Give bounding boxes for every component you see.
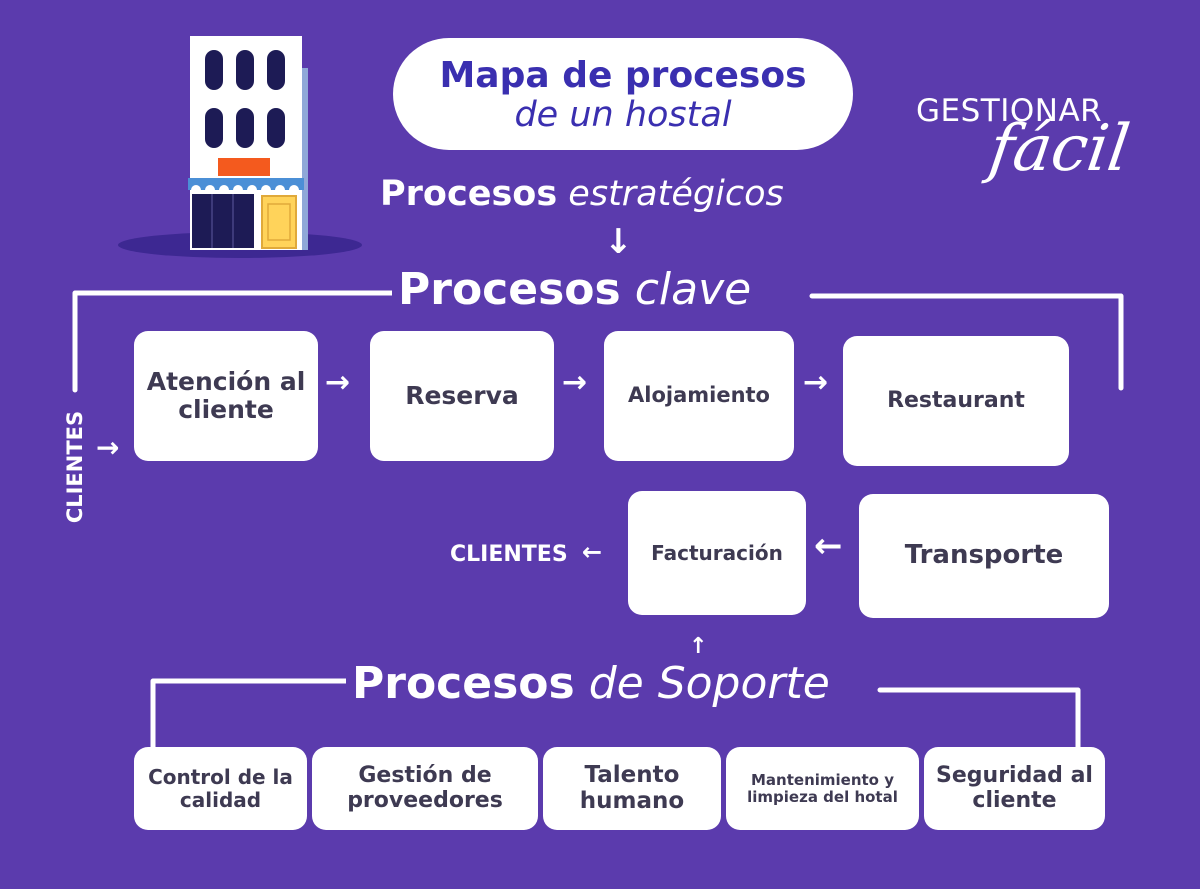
- arrow-left-icon: ←: [582, 538, 603, 566]
- arrow-right-icon: →: [325, 365, 351, 400]
- heading-support-bold: Procesos: [352, 658, 575, 709]
- support-talento-humano: Talento humano: [543, 747, 721, 830]
- support-mantenimiento-limpieza: Mantenimiento y limpieza del hotal: [726, 747, 919, 830]
- support-seguridad-cliente: Seguridad al cliente: [924, 747, 1105, 830]
- heading-strategic: Procesos estratégicos: [374, 174, 790, 214]
- arrow-down-icon: ↓: [604, 222, 633, 262]
- page-title: Mapa de procesos: [439, 55, 807, 96]
- clients-output-label: CLIENTES: [450, 542, 568, 567]
- process-facturacion: Facturación: [628, 491, 806, 615]
- clients-input-label: CLIENTES: [63, 410, 87, 524]
- arrow-up-icon: ↑: [689, 634, 708, 659]
- process-transporte: Transporte: [859, 494, 1109, 618]
- support-control-calidad: Control de la calidad: [134, 747, 307, 830]
- logo-text-top: GESTIONAR: [916, 93, 1103, 129]
- arrow-left-icon: ←: [814, 526, 843, 566]
- heading-key-bold: Procesos: [398, 264, 621, 315]
- logo-text-bottom: fácil: [984, 112, 1134, 186]
- title-pill: Mapa de procesos de un hostal: [393, 38, 853, 150]
- process-reserva: Reserva: [370, 331, 554, 461]
- heading-support-italic: de Soporte: [588, 658, 830, 709]
- heading-strategic-italic: estratégicos: [568, 174, 784, 214]
- arrow-right-icon: →: [803, 365, 829, 400]
- heading-key: Procesos clave: [392, 262, 758, 318]
- process-alojamiento: Alojamiento: [604, 331, 794, 461]
- page-subtitle: de un hostal: [514, 95, 732, 135]
- heading-support: Procesos de Soporte: [346, 656, 836, 712]
- hostal-building-icon: [118, 36, 362, 258]
- heading-key-italic: clave: [634, 264, 752, 315]
- support-gestion-proveedores: Gestión de proveedores: [312, 747, 538, 830]
- process-restaurant: Restaurant: [843, 336, 1069, 466]
- arrow-right-icon: →: [96, 431, 120, 464]
- process-atencion-cliente: Atención al cliente: [134, 331, 318, 461]
- heading-strategic-bold: Procesos: [380, 174, 558, 214]
- arrow-right-icon: →: [562, 365, 588, 400]
